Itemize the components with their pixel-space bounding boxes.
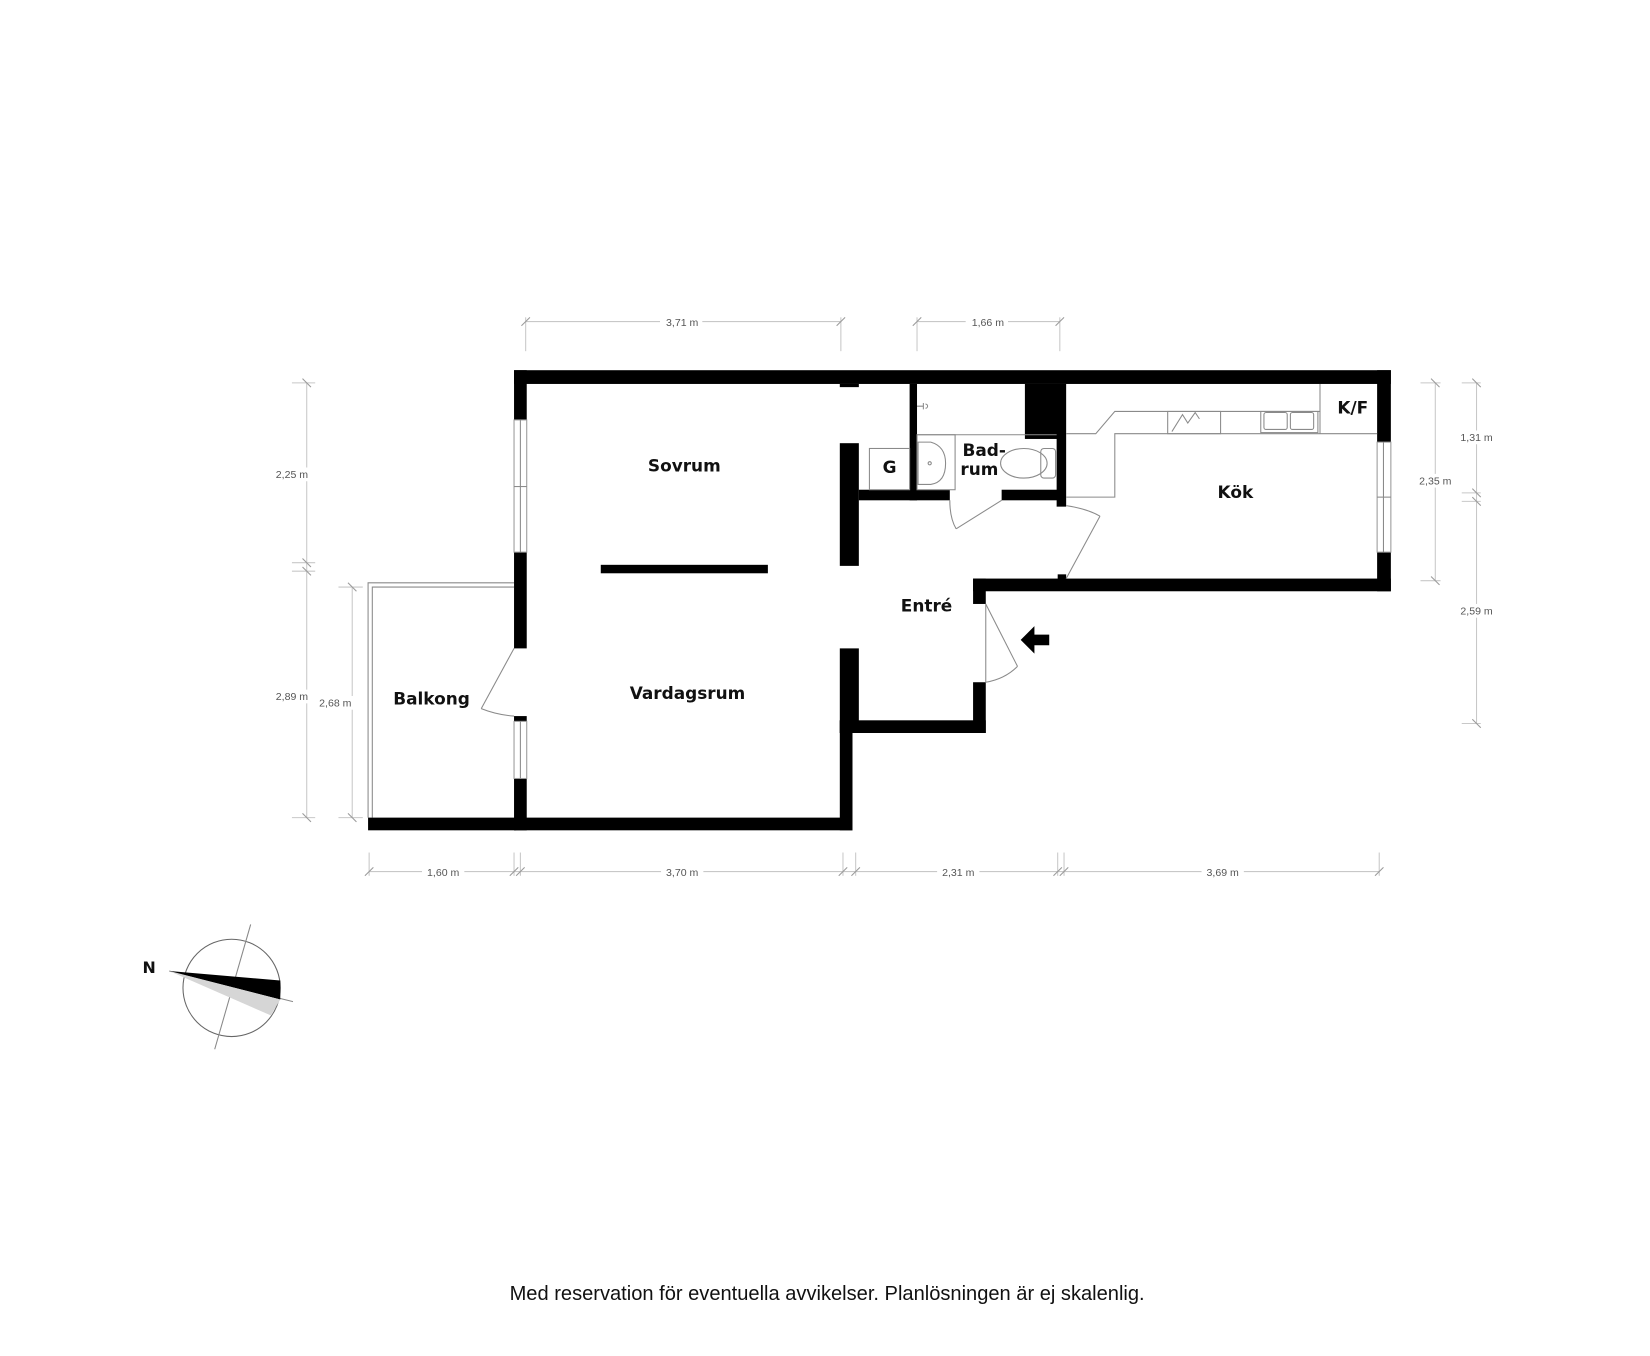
dimension-bottom-entry: 2,31 m (942, 867, 974, 879)
dimension-left-upper: 2,25 m (276, 469, 308, 481)
room-label-sovrum: Sovrum (648, 456, 721, 476)
disclaimer-caption: Med reservation för eventuella avvikelse… (510, 1283, 1145, 1305)
dimension-top-left: 3,71 m (666, 317, 698, 329)
windows (513, 419, 1392, 780)
dimension-bottom-kitchen: 3,69 m (1207, 867, 1239, 879)
room-label-badrum-1: Bad- (963, 440, 1006, 460)
dimension-right-kitchen: 2,35 m (1419, 475, 1451, 487)
room-label-balkong: Balkong (393, 688, 470, 708)
entrance-arrow-icon (1020, 626, 1050, 654)
dimension-bottom-living: 3,70 m (666, 867, 698, 879)
room-label-kok: Kök (1218, 482, 1254, 502)
room-label-vardagsrum: Vardagsrum (630, 683, 746, 703)
dimension-right-lower: 2,59 m (1460, 606, 1492, 618)
dimension-right-upper: 1,31 m (1460, 432, 1492, 444)
north-label: N (142, 958, 155, 977)
room-label-kyl-frys: K/F (1337, 398, 1368, 418)
compass-icon: N (142, 924, 294, 1050)
room-label-garderob: G (883, 457, 897, 477)
dimension-balcony-height: 2,68 m (319, 698, 351, 710)
dimension-top-right: 1,66 m (972, 317, 1004, 329)
dimension-bottom-balcony: 1,60 m (427, 867, 459, 879)
dimension-left-lower: 2,89 m (276, 691, 308, 703)
doors (480, 499, 1101, 717)
room-label-badrum-2: rum (960, 459, 998, 479)
walls (514, 370, 1391, 831)
room-label-entre: Entré (901, 595, 952, 615)
balcony (367, 582, 517, 831)
dimension-lines (291, 316, 1482, 877)
fixtures (868, 383, 1378, 498)
